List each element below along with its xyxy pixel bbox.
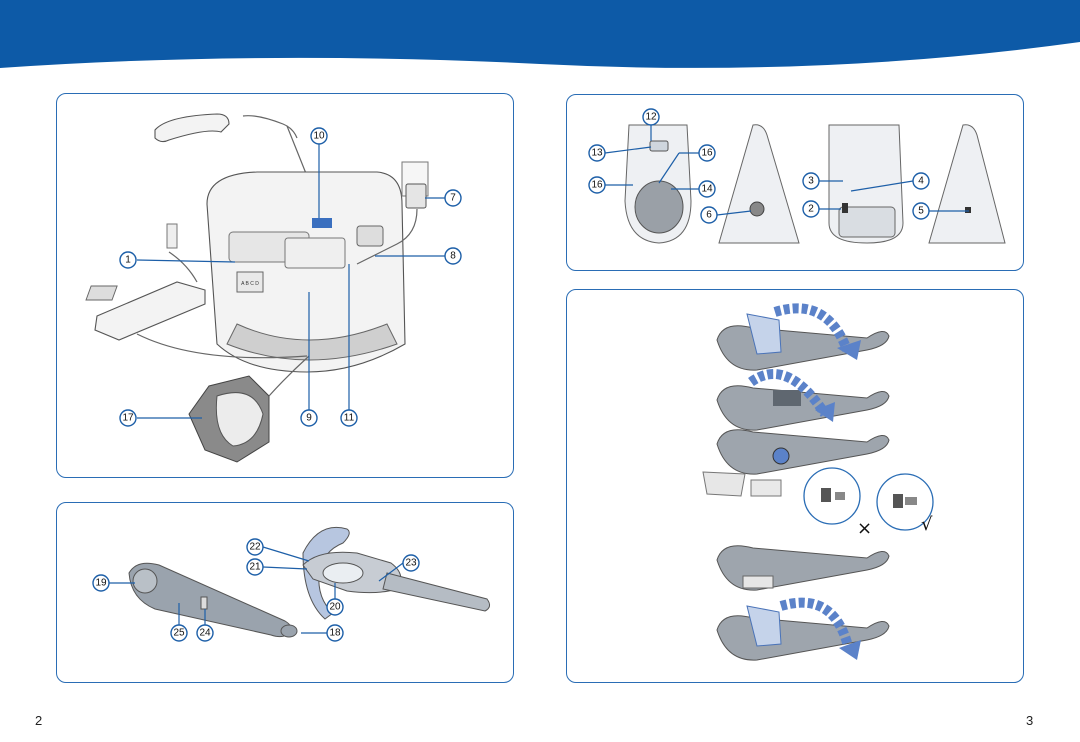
svg-text:23: 23 xyxy=(405,558,417,569)
step-2-rotate-arrow xyxy=(748,369,830,417)
headset-body-icon xyxy=(128,562,298,638)
wrong-mark: × xyxy=(857,518,872,539)
callout-24: 24 xyxy=(196,609,214,642)
step-3-headset-icon xyxy=(716,429,890,475)
svg-text:5: 5 xyxy=(918,206,924,217)
svg-text:4: 4 xyxy=(918,176,924,187)
panel-battery-steps: × √ xyxy=(566,289,1024,683)
svg-text:8: 8 xyxy=(450,251,456,262)
svg-text:14: 14 xyxy=(701,184,713,195)
connector-detail-right xyxy=(876,473,934,531)
base-side-view-icon xyxy=(718,124,800,244)
wall-jack-icon xyxy=(166,223,178,249)
callout-23: 23 xyxy=(378,554,420,582)
svg-text:2: 2 xyxy=(808,204,814,215)
callout-13: 13 xyxy=(588,144,652,162)
handset-lifter-icon xyxy=(188,355,310,463)
svg-text:20: 20 xyxy=(329,602,341,613)
callout-21: 21 xyxy=(246,558,308,576)
base-side-view-2-icon xyxy=(928,124,1006,244)
base-setup-illustration: A B C D 1 xyxy=(85,113,462,463)
callout-3: 3 xyxy=(802,172,843,190)
callout-11: 11 xyxy=(340,264,358,427)
svg-text:3: 3 xyxy=(808,176,814,187)
callout-20: 20 xyxy=(326,583,344,616)
page-number-right: 3 xyxy=(1026,713,1034,728)
svg-text:6: 6 xyxy=(706,210,712,221)
callout-6: 6 xyxy=(700,206,752,224)
base-unit-icon: A B C D xyxy=(206,171,406,373)
panel-base-setup: A B C D 1 xyxy=(56,93,514,478)
svg-text:17: 17 xyxy=(122,413,134,424)
power-adapter-icon xyxy=(356,161,429,265)
base-views-illustration: 12 13 16 16 14 6 xyxy=(588,108,1006,244)
svg-text:22: 22 xyxy=(249,542,261,553)
callout-4: 4 xyxy=(850,172,930,192)
step-4-headset-icon xyxy=(716,545,890,591)
svg-text:16: 16 xyxy=(591,180,603,191)
callout-5: 5 xyxy=(912,202,969,220)
callout-19: 19 xyxy=(92,574,135,592)
connector-detail-wrong xyxy=(803,467,861,525)
step-2-headset-icon xyxy=(716,385,890,431)
right-mark: √ xyxy=(921,514,933,535)
panel-base-views: 12 13 16 16 14 6 xyxy=(566,94,1024,271)
desk-phone-icon xyxy=(85,251,308,359)
header-banner xyxy=(0,0,1080,68)
battery-card-icon xyxy=(702,471,782,497)
callout-25: 25 xyxy=(170,603,188,642)
page-number-left: 2 xyxy=(35,713,43,728)
step-5-headset-icon xyxy=(716,605,890,661)
svg-text:7: 7 xyxy=(450,193,456,204)
step-1-headset-icon xyxy=(716,313,890,371)
callout-14: 14 xyxy=(671,180,716,198)
base-front-view-icon xyxy=(624,124,692,244)
callout-1: 1 xyxy=(119,251,236,269)
svg-text:13: 13 xyxy=(591,148,603,159)
svg-text:12: 12 xyxy=(645,112,657,123)
step-5-rotate-arrow xyxy=(779,597,854,652)
callout-17: 17 xyxy=(119,409,202,427)
callout-16: 16 xyxy=(588,176,633,194)
svg-text:21: 21 xyxy=(249,562,261,573)
callout-22: 22 xyxy=(246,538,310,562)
svg-text:9: 9 xyxy=(306,413,312,424)
callout-12: 12 xyxy=(642,108,660,141)
base-rear-view-icon xyxy=(828,124,904,244)
headset-illustration: 19 25 24 18 22 21 23 xyxy=(92,527,491,642)
callout-18: 18 xyxy=(301,624,344,642)
callout-9: 10 xyxy=(310,127,328,218)
panel-headset: 19 25 24 18 22 21 23 xyxy=(56,502,514,683)
svg-text:11: 11 xyxy=(344,413,355,424)
callout-7: 7 xyxy=(425,189,462,207)
callout-8: 8 xyxy=(375,247,462,265)
svg-text:19: 19 xyxy=(95,578,107,589)
svg-text:24: 24 xyxy=(199,628,211,639)
callout-2: 2 xyxy=(802,200,841,218)
callout-15: 16 xyxy=(658,144,716,184)
svg-text:18: 18 xyxy=(329,628,341,639)
base-label: A B C D xyxy=(241,281,259,287)
step-1-rotate-arrow xyxy=(773,303,852,352)
svg-text:16: 16 xyxy=(701,148,713,159)
callout-10: 9 xyxy=(300,292,318,427)
svg-text:25: 25 xyxy=(173,628,185,639)
svg-text:10: 10 xyxy=(313,131,325,142)
headset-with-earloop-icon xyxy=(302,527,491,620)
svg-text:1: 1 xyxy=(125,255,131,266)
battery-steps-illustration: × √ xyxy=(702,303,934,661)
